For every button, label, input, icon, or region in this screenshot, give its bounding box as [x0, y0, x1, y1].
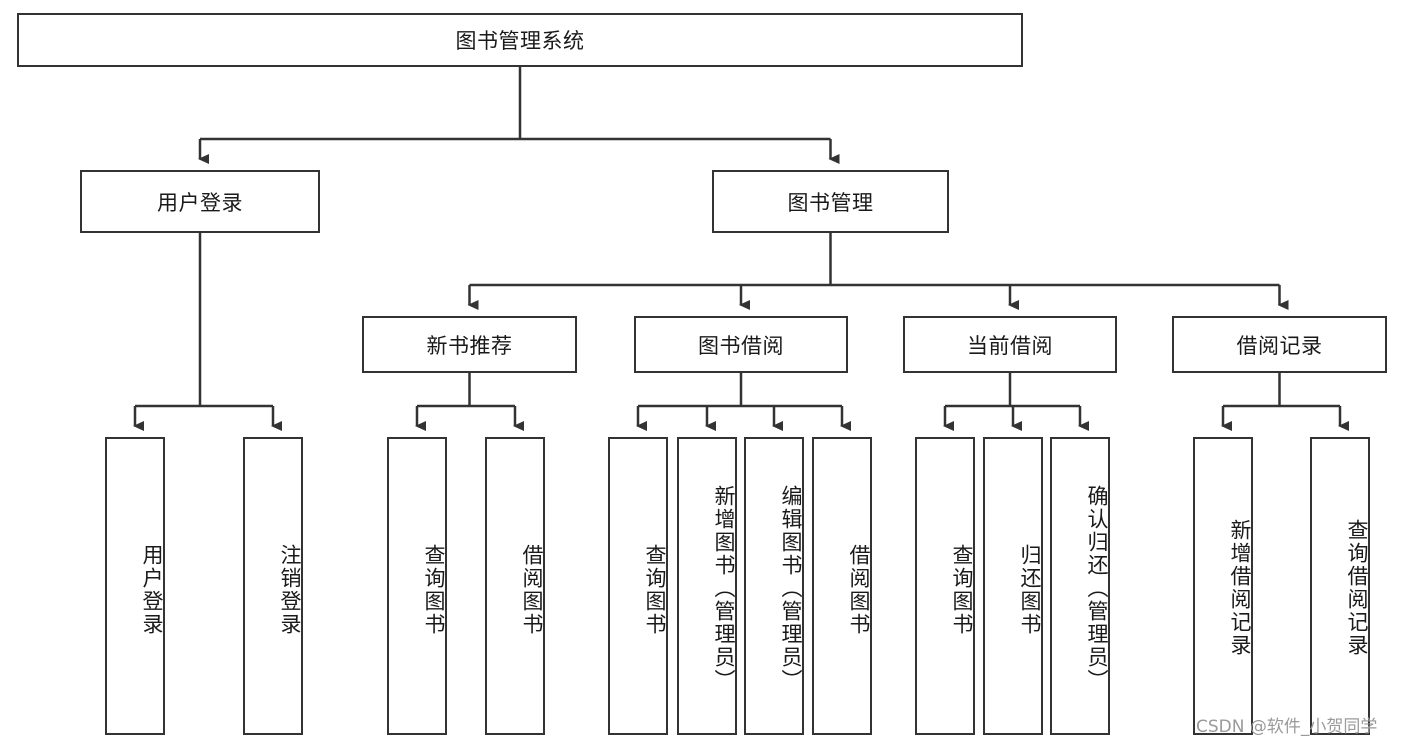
node-root[interactable]: 图书管理系统	[17, 13, 1023, 67]
node-leaf-query-record[interactable]: 查询借阅记录	[1310, 437, 1370, 735]
node-leaf-query-book-3[interactable]: 查询图书	[915, 437, 975, 735]
node-leaf-query-book-2[interactable]: 查询图书	[608, 437, 668, 735]
node-label: 当前借阅	[967, 333, 1053, 358]
watermark-text: CSDN @软件_小贺同学	[1196, 717, 1378, 737]
node-leaf-query-book-1[interactable]: 查询图书	[387, 437, 447, 735]
node-label: 归还图书	[1018, 544, 1042, 636]
node-label: 借阅记录	[1236, 333, 1323, 358]
node-leaf-user-login[interactable]: 用户登录	[105, 437, 165, 735]
node-label: 用户登录	[140, 544, 164, 636]
node-label: 查询图书	[643, 544, 667, 636]
node-label: 图书管理	[787, 190, 874, 215]
node-label: 确认归还（管理员）	[1085, 484, 1109, 692]
node-label: 编辑图书（管理员）	[779, 484, 803, 692]
node-borrow-record[interactable]: 借阅记录	[1172, 316, 1387, 373]
node-leaf-borrow-book-2[interactable]: 借阅图书	[812, 437, 872, 735]
node-label: 新增图书（管理员）	[712, 484, 736, 692]
node-label: 新增借阅记录	[1228, 519, 1252, 657]
node-new-book-rec[interactable]: 新书推荐	[362, 316, 577, 373]
node-leaf-edit-book[interactable]: 编辑图书（管理员）	[744, 437, 804, 735]
node-label: 借阅图书	[847, 544, 871, 636]
node-label: 用户登录	[157, 190, 243, 215]
node-user-login[interactable]: 用户登录	[80, 170, 320, 233]
node-book-borrow[interactable]: 图书借阅	[634, 316, 848, 373]
node-leaf-add-record[interactable]: 新增借阅记录	[1193, 437, 1253, 735]
node-book-manage[interactable]: 图书管理	[712, 170, 949, 233]
node-leaf-return-book[interactable]: 归还图书	[983, 437, 1043, 735]
node-current-borrow[interactable]: 当前借阅	[903, 316, 1117, 373]
node-label: 新书推荐	[426, 333, 513, 358]
node-label: 注销登录	[278, 544, 302, 636]
node-leaf-confirm-return[interactable]: 确认归还（管理员）	[1050, 437, 1110, 735]
node-label: 查询图书	[950, 544, 974, 636]
node-label: 查询图书	[422, 544, 446, 636]
node-label: 查询借阅记录	[1345, 519, 1369, 657]
node-label: 图书借阅	[698, 333, 784, 358]
node-leaf-borrow-book-1[interactable]: 借阅图书	[485, 437, 545, 735]
node-label: 借阅图书	[520, 544, 544, 636]
node-leaf-add-book[interactable]: 新增图书（管理员）	[677, 437, 737, 735]
node-leaf-user-logout[interactable]: 注销登录	[243, 437, 303, 735]
node-label: 图书管理系统	[455, 29, 585, 53]
